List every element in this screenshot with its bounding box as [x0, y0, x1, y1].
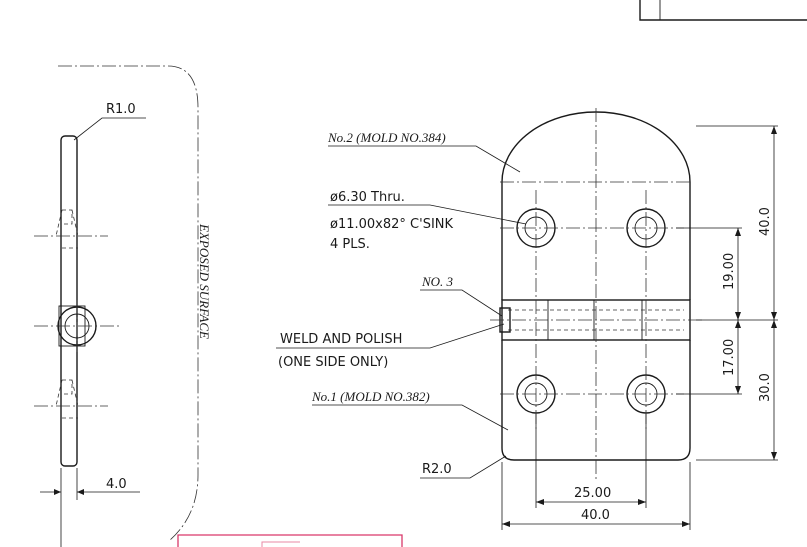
callout-hole-count: 4 PLS. — [330, 237, 370, 252]
dim-bottom-hole-to-axis-label: 17.00 — [722, 339, 737, 376]
side-csink-upper — [55, 209, 79, 249]
exposed-surface-label: EXPOSED SURFACE — [197, 223, 212, 339]
side-r1-label: R1.0 — [106, 102, 136, 117]
notes-box-fragment — [177, 534, 403, 547]
dim-overall-width-label: 40.0 — [581, 508, 610, 523]
callout-pin: NO. 3 — [421, 274, 454, 289]
leader-hole — [328, 204, 527, 225]
leader-r2 — [420, 455, 507, 479]
callout-hole-csink: ø11.00x82° C'SINK — [330, 217, 453, 232]
dim-bottom-length-label: 30.0 — [758, 373, 773, 402]
dim-hole-spacing-label: 25.00 — [574, 486, 611, 501]
side-thickness-label: 4.0 — [106, 477, 127, 492]
title-block-fragment — [639, 0, 807, 21]
side-csink-lower — [55, 379, 79, 419]
callout-weld-line2: (ONE SIDE ONLY) — [278, 355, 388, 370]
leader-bottom-plate — [312, 404, 509, 431]
dim-top-length-label: 40.0 — [758, 207, 773, 236]
leader-top-plate — [328, 145, 521, 173]
leader-pin — [420, 289, 503, 317]
callout-hole-thru: ø6.30 Thru. — [330, 190, 405, 205]
callout-weld-line1: WELD AND POLISH — [280, 332, 402, 347]
callout-bottom-plate: No.1 (MOLD NO.382) — [311, 389, 430, 404]
dim-top-hole-to-axis-label: 19.00 — [722, 253, 737, 290]
leader-weld — [276, 323, 505, 349]
side-view — [34, 65, 199, 547]
r1-leader — [73, 117, 146, 141]
exposed-surface-boundary — [58, 65, 199, 541]
callout-corner-radius: R2.0 — [422, 462, 452, 477]
front-view — [276, 108, 778, 530]
side-plate — [60, 135, 78, 467]
callout-top-plate: No.2 (MOLD NO.384) — [327, 130, 446, 145]
